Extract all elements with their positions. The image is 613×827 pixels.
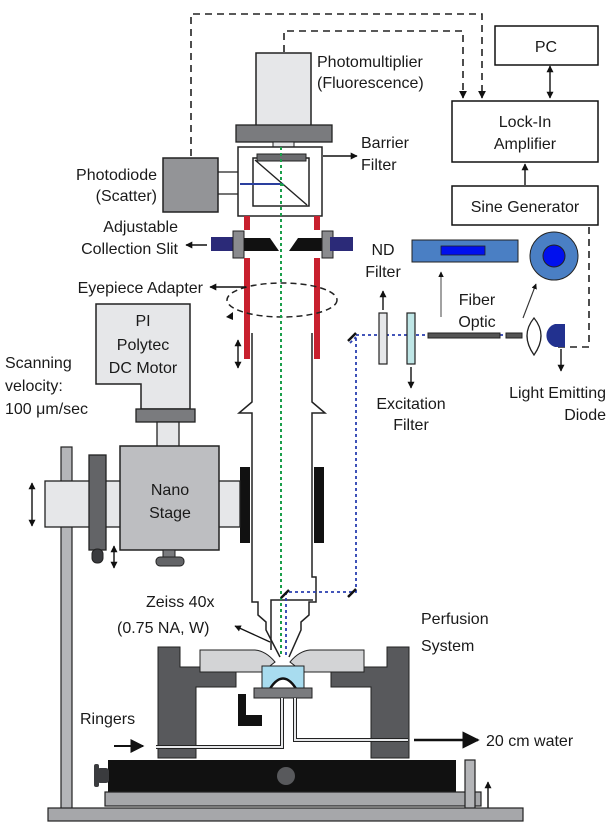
pc-label: PC: [535, 39, 557, 56]
right-stand-post: [464, 759, 476, 811]
eyepiece-label: Eyepiece Adapter: [78, 280, 204, 297]
slit-label-2: Collection Slit: [81, 241, 178, 258]
focus-clamp-right: [314, 467, 324, 543]
motor-label-1: PI: [135, 313, 150, 330]
scan-label-3: 100 μm/sec: [5, 401, 88, 418]
led-inset-pointer: [522, 283, 537, 319]
objective-label-2: (0.75 NA, W): [117, 620, 209, 637]
signal-wires: [190, 13, 590, 348]
perfusion-label-2: System: [421, 638, 474, 655]
perfusion-chamber: [156, 646, 410, 759]
led-label-2: Diode: [564, 407, 606, 424]
nd-filter: [378, 312, 388, 365]
barrier-label-2: Filter: [361, 157, 397, 174]
sine-label: Sine Generator: [471, 199, 580, 216]
adjustable-collection-slit: [211, 230, 353, 259]
translation-stage: [94, 760, 482, 807]
nd-label-1: ND: [371, 242, 394, 259]
led-label-1: Light Emitting: [509, 385, 606, 402]
mirror-right: [347, 588, 357, 598]
fiber-label-2: Optic: [458, 314, 495, 331]
excitation-label-1: Excitation: [376, 396, 445, 413]
condenser-lens: [526, 316, 542, 357]
mirror-top: [347, 332, 357, 342]
led: [546, 324, 565, 347]
objective-pointer: [234, 625, 271, 643]
fiber-optic: [427, 332, 501, 339]
motor-label-3: DC Motor: [109, 360, 178, 377]
focus-clamp-left: [240, 467, 250, 543]
water-label: 20 cm water: [486, 733, 574, 750]
lockin-label-1: Lock-In: [499, 114, 551, 131]
excitation-light-path: [285, 336, 357, 655]
base-plate: [47, 807, 524, 822]
nano-label-1: Nano: [151, 482, 189, 499]
lockin-label-2: Amplifier: [494, 136, 557, 153]
photodiode: [162, 157, 238, 213]
fiber-coupler: [505, 332, 523, 339]
dc-motor: [95, 303, 196, 449]
beam-splitter-housing: [237, 146, 323, 217]
scan-label-2: velocity:: [5, 378, 63, 395]
excitation-label-2: Filter: [393, 417, 429, 434]
pc-box: PC: [494, 25, 599, 66]
motor-label-2: Polytec: [117, 337, 169, 354]
objective-label-1: Zeiss 40x: [146, 594, 214, 611]
ringers-label: Ringers: [80, 711, 135, 728]
slit-label-1: Adjustable: [103, 219, 178, 236]
nd-label-2: Filter: [365, 264, 401, 281]
barrier-label-1: Barrier: [361, 135, 410, 152]
scan-label-1: Scanning: [5, 355, 72, 372]
sine-generator-box: Sine Generator: [451, 185, 599, 226]
photomultiplier: [235, 52, 333, 148]
photodiode-label-1: Photodiode: [76, 167, 157, 184]
photomultiplier-label-2: (Fluorescence): [317, 75, 424, 92]
photomultiplier-label-1: Photomultiplier: [317, 54, 424, 71]
mirror-dichroic: [280, 589, 290, 599]
led-inset: [529, 231, 579, 281]
fiber-optic-inset: [411, 239, 519, 263]
microscope-tube: [236, 333, 328, 658]
photodiode-label-2: (Scatter): [96, 188, 157, 205]
excitation-filter: [406, 312, 416, 365]
perfusion-label-1: Perfusion: [421, 611, 489, 628]
fiber-label-1: Fiber: [459, 292, 496, 309]
lock-in-amplifier-box: Lock-In Amplifier: [451, 100, 599, 163]
nano-stage: [44, 445, 241, 567]
nano-label-2: Stage: [149, 505, 191, 522]
